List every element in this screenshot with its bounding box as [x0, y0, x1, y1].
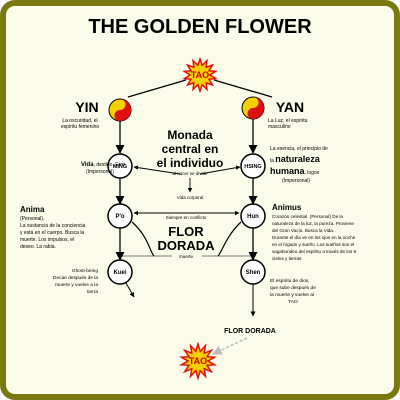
page-title: THE GOLDEN FLOWER [88, 16, 312, 38]
po-curve [131, 221, 155, 257]
ghost-line-1: Ghost-being [72, 268, 98, 274]
animus-line-4: Durante el día ve en los ojos en la noch… [272, 235, 356, 240]
tao-bottom-starburst: TAO [178, 341, 218, 381]
kuei-node [107, 259, 133, 285]
center-title-3: el individuo [157, 156, 224, 170]
death-text: muerte [179, 254, 194, 259]
animus-line-5: en el hígado y sueño. Los sueños son el [272, 242, 354, 247]
po-node-label: P'o [115, 214, 124, 220]
hsing-desc-3: humana, logos [270, 166, 320, 176]
kuei-node-label: Kuei [113, 270, 126, 276]
animus-line-2: naturaleza de la luz, la pureza. Provien… [272, 221, 354, 226]
center-to-hsing-arrow [199, 165, 241, 175]
animus-line-6: vagabundeo del espíritu a través de los … [272, 249, 356, 254]
animus-line-7: cielos y tierras [272, 256, 302, 261]
hsing-desc-1: La esencia, el principio de [270, 146, 328, 152]
flor-dorada-bottom: FLOR DORADA [224, 328, 276, 335]
hun-curve [217, 221, 242, 257]
spirit-line-3: la muerte y vuelve al [270, 292, 314, 298]
ghost-line-4: tierra [87, 289, 98, 295]
anima-title: Anima [20, 205, 45, 214]
hun-node-label: Hun [247, 214, 259, 220]
animus-line-1: Corazón celestial. (Personal) De la [272, 214, 343, 219]
anima-line-1: (Personal). [20, 216, 44, 222]
tao-to-yin-line [127, 79, 187, 98]
ming-node-label: MING [113, 164, 127, 170]
spirit-line-1: El espíritu de dios, [270, 278, 309, 284]
anima-line-4: muerte. Los impulsos, el [20, 237, 74, 243]
hsing-node-label: HSING [244, 164, 261, 170]
ming-desc-1: Vida, destino, Eros [81, 162, 126, 168]
yin-desc-1: La oscuridad, el [62, 118, 97, 124]
yan-desc-1: La Luz, el espíritu [268, 118, 308, 124]
death-label-bg [172, 252, 202, 259]
ghost-line-2: Decae después de la [53, 275, 98, 281]
center-title-1: Monada [167, 128, 213, 142]
spirit-line-2: que sube después de [270, 285, 316, 291]
yan-desc-2: masculino [268, 124, 291, 130]
anima-line-2: La sustancia de la conciencia [20, 223, 86, 229]
ming-desc-2: (Impersonal) [86, 169, 114, 175]
anima-line-3: y está en el cuerpo. Busca la [20, 230, 84, 236]
flor-dorada-center-2: DORADA [157, 238, 215, 253]
return-to-tao-arrow [212, 337, 248, 355]
yin-desc-2: espíritu femenino [61, 124, 100, 130]
tao-to-yan-line [213, 79, 273, 98]
animus-line-3: del Gran Vacío. Busca la Vida. [272, 228, 334, 233]
ghost-line-3: muerte y vuelve a la [55, 282, 98, 288]
yin-yang-icon-right [241, 96, 265, 120]
animus-title: Animus [272, 203, 302, 212]
yin-yang-icon-left [108, 98, 132, 122]
spirit-line-4: TAO [288, 299, 298, 305]
tao-bottom-label: TAO [189, 356, 207, 366]
anima-line-5: deseo. La rabia. [20, 244, 56, 250]
center-title-2: central en [162, 142, 219, 156]
kuei-descent-arrow [125, 282, 135, 298]
vida-corporal-text: Vida corporal [177, 195, 203, 200]
tao-top-starburst: TAO [182, 56, 218, 94]
center-to-ming-arrow [133, 165, 181, 175]
yin-label: YIN [75, 99, 98, 115]
center-birth-text: al nacer se divide [172, 171, 208, 176]
flor-dorada-center-1: FLOR [168, 224, 204, 239]
yan-label: YAN [276, 99, 304, 115]
conflict-text: Siempre en conflicto [166, 215, 207, 220]
hsing-desc-2: la naturaleza [270, 154, 321, 164]
shen-node-label: Shen [246, 270, 261, 276]
hsing-desc-4: (Impersonal) [282, 178, 310, 184]
tao-top-label: TAO [191, 70, 209, 80]
